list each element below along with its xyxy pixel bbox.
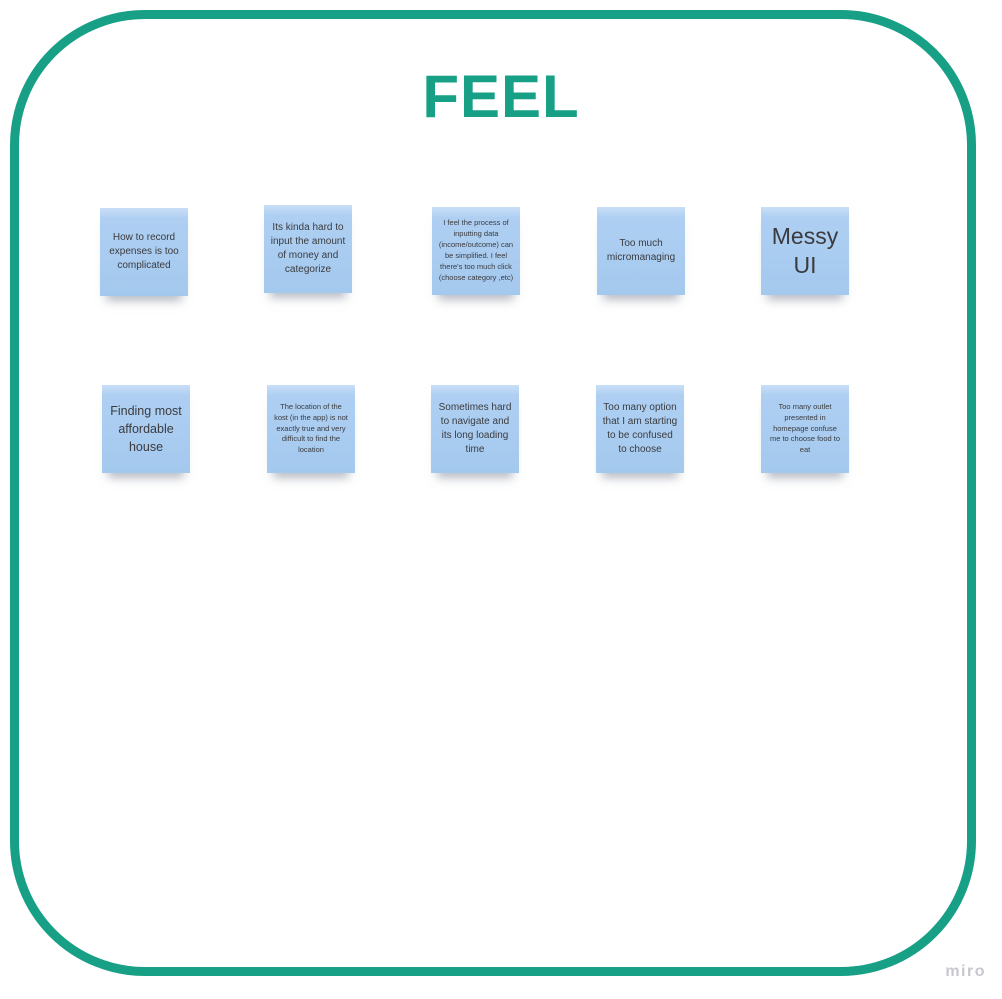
board-frame: [10, 10, 976, 976]
sticky-note-text: Too many outlet presented in homepage co…: [769, 401, 841, 455]
sticky-note-text: Its kinda hard to input the amount of mo…: [270, 222, 346, 275]
sticky-note-text: I feel the process of inputting data (in…: [438, 218, 514, 282]
sticky-note[interactable]: Finding most affordable house: [102, 385, 190, 473]
sticky-note-text: Sometimes hard to navigate and its long …: [438, 402, 512, 455]
sticky-note[interactable]: Sometimes hard to navigate and its long …: [431, 385, 519, 473]
board-title[interactable]: FEEL: [422, 63, 580, 130]
miro-logo: miro: [945, 963, 986, 980]
sticky-note[interactable]: Its kinda hard to input the amount of mo…: [264, 205, 352, 293]
sticky-note-text: How to record expenses is too complicate…: [109, 232, 179, 271]
sticky-note[interactable]: I feel the process of inputting data (in…: [432, 207, 520, 295]
sticky-note-text: The location of the kost (in the app) is…: [274, 401, 348, 455]
sticky-note[interactable]: Too many option that I am starting to be…: [596, 385, 684, 473]
sticky-note-text: Too many option that I am starting to be…: [602, 402, 678, 455]
sticky-note[interactable]: Too many outlet presented in homepage co…: [761, 385, 849, 473]
sticky-note-text: Finding most affordable house: [110, 403, 182, 455]
sticky-note-text: Messy UI: [771, 223, 839, 278]
sticky-note[interactable]: The location of the kost (in the app) is…: [267, 385, 355, 473]
sticky-note[interactable]: Messy UI: [761, 207, 849, 295]
sticky-note-text: Too much micromanaging: [606, 238, 676, 263]
sticky-note[interactable]: Too much micromanaging: [597, 207, 685, 295]
sticky-note[interactable]: How to record expenses is too complicate…: [100, 208, 188, 296]
